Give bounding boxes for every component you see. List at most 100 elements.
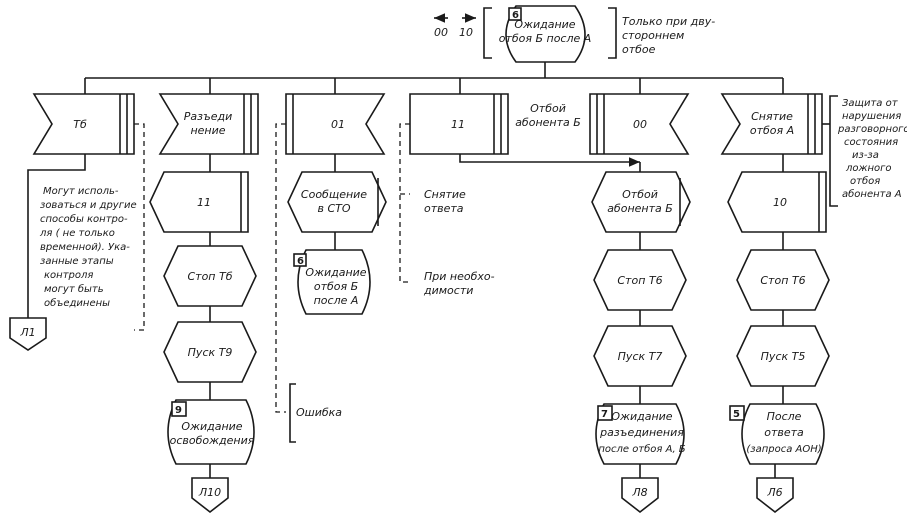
col6-step-stop-t6: Стоп Т6: [736, 249, 830, 311]
arrow-left-label: 00: [434, 26, 448, 39]
col6-step2-label: Стоп Т6: [760, 274, 805, 287]
col6-note-bracket: [829, 95, 838, 207]
col1-note-line: контроля: [44, 270, 93, 281]
col2-step-pusk-t9: Пуск Т9: [163, 321, 257, 383]
col1-note-line: объединены: [44, 297, 110, 309]
col6-signal-snyatie: Снятие отбоя А: [720, 93, 823, 155]
col5-state-line-3: после отбоя А, Б: [598, 443, 685, 455]
col6-note-line: абонента А: [842, 188, 902, 200]
col6-step3-label: Пуск Т5: [761, 350, 806, 363]
col5-connector-label: Л8: [631, 486, 647, 499]
col6-note-line: отбоя: [850, 175, 880, 187]
col4-to-col5-arrow: [459, 154, 640, 167]
top-state-line-1: Ожидание: [514, 18, 575, 31]
col4-signal-11: 11: [409, 93, 509, 155]
col2-step2-label: Стоп Тб: [187, 270, 232, 283]
col6-state-line-3: (запроса АОН): [746, 444, 821, 455]
col2-step-stop-tb: Стоп Тб: [163, 245, 257, 307]
col3-step1-line-1: Сообщение: [301, 188, 367, 201]
col6-note-line: из-за: [852, 150, 879, 161]
col5-step3-label: Пуск Т7: [618, 350, 663, 363]
col2-state-line-1: Ожидание: [181, 420, 242, 433]
col2-state-number: 9: [175, 405, 182, 416]
col3-step1-line-2: в СТО: [317, 202, 350, 215]
col3-signal-label: 01: [331, 118, 345, 131]
top-arrows: 00 10: [434, 13, 476, 39]
col2-step1-label: 11: [197, 196, 211, 209]
col6-signal-line-2: отбоя А: [750, 124, 794, 137]
col1-note-line: Могут исполь-: [43, 186, 119, 197]
col6-state-5: 5 После ответа (запроса АОН): [729, 403, 825, 465]
col4-side-label-line-2: абонента Б: [515, 116, 581, 129]
col2-state-9: 9 Ожидание освобождения: [167, 399, 255, 465]
col5-state-line-2: разъединения: [599, 426, 684, 439]
col3-error-bracket: [275, 123, 286, 413]
col6-connector-l6: Л6: [756, 477, 794, 514]
col5-state-number: 7: [601, 409, 608, 420]
col4-side-label-line-1: Отбой: [530, 102, 566, 115]
col3-state-line-3: после А: [314, 294, 359, 307]
col5-step-otboi: Отбой абонента Б: [591, 171, 691, 233]
col1-note-bracket: [134, 123, 145, 331]
top-state-number: 6: [512, 10, 519, 21]
col5-state-7: 7 Ожидание разъединения после отбоя А, Б: [595, 403, 686, 465]
col6-note: Защита от нарушения разговорного состоян…: [837, 98, 907, 200]
col1-signal-tb: Тб: [32, 93, 135, 155]
col5-signal-00: 00: [589, 93, 690, 155]
col6-state-line-2: ответа: [764, 426, 804, 439]
col1-note-line: зоваться и другие: [40, 200, 137, 211]
col3-step-soobshchenie: Сообщение в СТО: [287, 171, 387, 233]
col3-error-note: Ошибка: [296, 406, 342, 419]
col1-note-line: могут быть: [44, 283, 104, 295]
top-state-line-2: отбоя Б после А: [499, 32, 592, 45]
col2-connector-l10: Л10: [191, 477, 229, 514]
col3-state-6: 6 Ожидание отбоя Б после А: [293, 249, 371, 315]
col6-note-line: состояния: [844, 137, 898, 148]
col4-note2-line-1: При необхо-: [424, 270, 495, 283]
top-note-line-1: Только при дву-: [622, 15, 715, 28]
col2-signal-line-2: нение: [190, 124, 225, 137]
col6-state-line-1: После: [767, 410, 802, 423]
col5-step2-label: Стоп Т6: [617, 274, 662, 287]
top-note: Только при дву- стороннем отбое: [622, 15, 715, 56]
col6-step1-label: 10: [773, 196, 787, 209]
col5-step1-line-1: Отбой: [622, 188, 658, 201]
col1-note-line: ля ( не только: [39, 228, 115, 239]
col2-state-line-2: освобождения: [170, 434, 255, 447]
col1-connector-l1: Л1: [9, 317, 47, 351]
top-note-line-3: отбое: [622, 43, 656, 56]
col4-note-bracket: [399, 123, 410, 283]
col1-note: Могут исполь- зоваться и другие способы …: [39, 186, 137, 309]
col6-note-line: разговорного: [837, 124, 907, 135]
col6-note-line: нарушения: [842, 111, 901, 122]
col4-signal-label: 11: [451, 118, 465, 131]
col6-connector-label: Л6: [766, 486, 782, 499]
col3-state-line-2: отбоя Б: [314, 280, 358, 293]
col5-state-line-1: Ожидание: [611, 410, 672, 423]
col6-step-pusk-t5: Пуск Т5: [736, 325, 830, 387]
col6-note-line: ложного: [845, 163, 892, 174]
col5-signal-label: 00: [633, 118, 647, 131]
col2-signal-line-1: Разъеди: [184, 110, 233, 123]
col3-error-note-bracket: [289, 383, 296, 443]
col5-step-pusk-t7: Пуск Т7: [593, 325, 687, 387]
col6-state-number: 5: [733, 409, 740, 420]
col1-flow-line: [27, 154, 86, 318]
top-bracket-right: [608, 7, 617, 59]
col5-connector-l8: Л8: [621, 477, 659, 514]
col2-signal-razedinenie: Разъеди нение: [158, 93, 259, 155]
col1-signal-label: Тб: [73, 118, 87, 131]
col3-state-number: 6: [297, 256, 304, 267]
col1-note-line: способы контро-: [40, 213, 128, 225]
col4-note2-line-2: димости: [423, 284, 473, 297]
col1-note-line: занные этапы: [40, 256, 114, 267]
col4-side-label: Отбой абонента Б: [515, 102, 581, 129]
col1-connector-label: Л1: [19, 326, 35, 339]
top-note-line-2: стороннем: [622, 29, 684, 42]
col6-note-line: Защита от: [842, 98, 899, 109]
col2-connector-label: Л10: [198, 486, 221, 499]
col2-step-11: 11: [149, 171, 249, 233]
col6-step-10: 10: [727, 171, 827, 233]
col3-signal-01: 01: [285, 93, 386, 155]
